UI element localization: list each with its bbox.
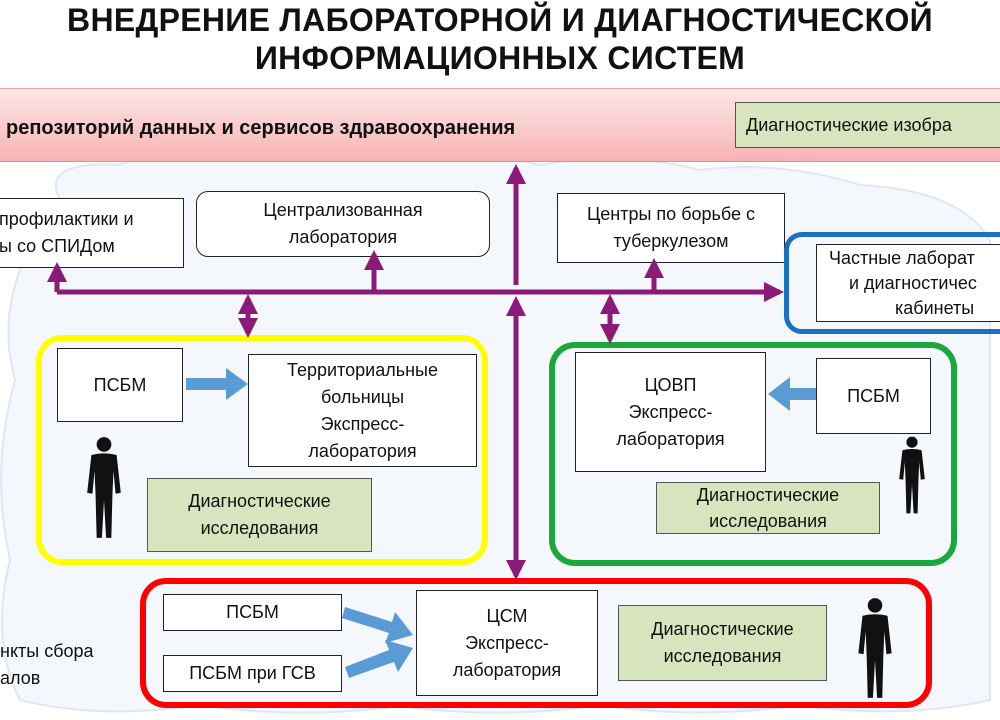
tsovp-line-3: лаборатория xyxy=(616,428,725,449)
green-group-frame xyxy=(549,342,957,566)
territorial-line-2: больницы xyxy=(320,386,405,407)
title-line-2: ИНФОРМАЦИОННЫХ СИСТЕМ xyxy=(254,40,746,76)
collection-points-line-2: алов xyxy=(0,668,41,688)
collection-points-line-1: нкты сбора xyxy=(0,641,94,661)
tsm-line-2: Экспресс- xyxy=(465,632,549,653)
psbm-box-green: ПСБМ xyxy=(816,358,931,434)
territorial-line-1: Территориальные xyxy=(287,359,438,380)
private-labs-line-3: кабинеты xyxy=(895,297,975,318)
diagnostics-yellow-line-1: Диагностические xyxy=(188,491,331,511)
flow-arrow-psbm-to-tsm xyxy=(342,607,413,643)
psbm-green-label: ПСБМ xyxy=(847,385,900,406)
central-lab-line-1: Централизованная xyxy=(263,200,423,220)
tsovp-line-2: Экспресс- xyxy=(628,401,713,422)
tsm-line-3: лаборатория xyxy=(452,659,562,680)
diagnostics-box-green: Диагностические исследования xyxy=(656,482,880,534)
imaging-box: Диагностические изобра xyxy=(735,102,1000,148)
central-lab-box: Централизованная лаборатория xyxy=(196,191,490,257)
psbm-red-label: ПСБМ xyxy=(226,602,279,622)
territorial-line-3: Экспресс- xyxy=(320,413,405,434)
tsm-box: ЦСМ Экспресс- лаборатория xyxy=(416,590,598,696)
private-labs-box: Частные лаборат и диагностичес кабинеты xyxy=(816,244,1000,322)
psbm-gsv-label: ПСБМ при ГСВ xyxy=(189,663,316,683)
collection-points-text: нкты сбора алов xyxy=(0,638,94,692)
tsovp-line-1: ЦОВП xyxy=(644,374,697,395)
person-icons xyxy=(87,436,925,698)
tb-centers-line-1: Центры по борьбе с xyxy=(586,204,756,224)
diagnostics-green-line-1: Диагностические xyxy=(696,485,840,505)
flow-arrow-psbm-gsv-to-tsm xyxy=(345,640,413,678)
flow-arrows xyxy=(186,368,816,678)
diagnostics-red-line-2: исследования xyxy=(663,646,782,666)
banner-text: репозиторий данных и сервисов здравоохра… xyxy=(6,117,516,139)
psbm-box-yellow: ПСБМ xyxy=(57,348,183,422)
imaging-box-label: Диагностические изобра xyxy=(746,114,952,135)
flow-arrow-psbm-to-territorial xyxy=(186,368,248,400)
diagnostics-green-line-2: исследования xyxy=(709,511,827,531)
private-labs-line-1: Частные лаборат xyxy=(829,247,975,268)
title-line-1: ВНЕДРЕНИЕ ЛАБОРАТОРНОЙ И ДИАГНОСТИЧЕСКОЙ xyxy=(67,2,933,38)
tb-centers-line-2: туберкулезом xyxy=(613,231,729,251)
yellow-group-frame xyxy=(36,335,488,565)
diagnostics-yellow-line-2: исследования xyxy=(200,518,319,538)
tsm-line-1: ЦСМ xyxy=(486,605,528,626)
aids-centers-line-1: профилактики и xyxy=(0,209,134,229)
central-lab-line-2: лаборатория xyxy=(288,227,398,247)
person-silhouette-icon xyxy=(899,436,925,514)
red-group-frame xyxy=(140,578,932,708)
diagnostics-box-red: Диагностические исследования xyxy=(618,605,827,681)
territorial-hospitals-box: Территориальные больницы Экспресс- лабор… xyxy=(248,354,477,467)
tb-centers-box: Центры по борьбе с туберкулезом xyxy=(557,193,785,263)
diagnostics-red-line-1: Диагностические xyxy=(651,619,794,639)
person-silhouette-icon xyxy=(87,437,121,538)
territorial-line-4: лаборатория xyxy=(308,440,417,461)
psbm-gsv-box: ПСБМ при ГСВ xyxy=(163,655,342,692)
private-labs-frame xyxy=(784,232,1000,334)
diagnostics-box-yellow: Диагностические исследования xyxy=(147,478,372,552)
aids-centers-line-2: ы со СПИДом xyxy=(0,236,115,256)
person-silhouette-icon xyxy=(858,598,892,698)
psbm-yellow-label: ПСБМ xyxy=(93,374,147,395)
data-bus xyxy=(47,164,784,580)
private-labs-line-2: и диагностичес xyxy=(849,272,977,293)
psbm-box-red: ПСБМ xyxy=(163,594,342,631)
aids-centers-box: профилактики и ы со СПИДом xyxy=(0,198,184,268)
flow-arrow-psbm-to-tsovp xyxy=(768,377,816,411)
tsovp-box: ЦОВП Экспресс- лаборатория xyxy=(575,352,766,472)
